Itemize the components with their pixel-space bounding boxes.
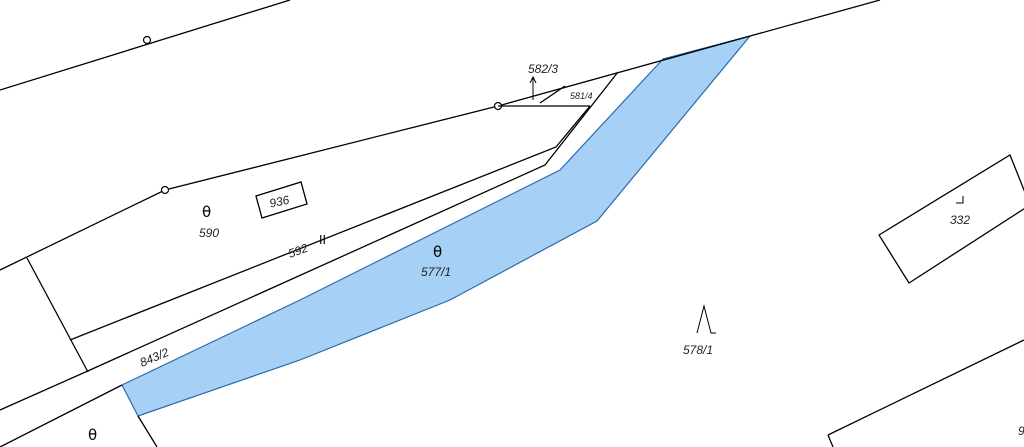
boundary-line-843-2-north xyxy=(0,71,619,411)
parcel-label-590: 590 xyxy=(199,226,219,240)
parcel-label-edge: 9 xyxy=(1018,424,1024,438)
parcel-577-1-highlight[interactable] xyxy=(121,34,752,417)
boundary-line-southwest xyxy=(137,415,158,447)
boundary-line-581-4-diag xyxy=(539,85,566,104)
boundary-point-marker xyxy=(142,35,152,45)
land-use-symbol-590: θ xyxy=(202,203,211,221)
parcel-label-582-3: 582/3 xyxy=(528,62,558,76)
boundary-line-top-left xyxy=(0,0,291,91)
parcel-label-578-1: 578/1 xyxy=(683,343,713,357)
corner-mark xyxy=(956,196,964,204)
road-symbol-592: II xyxy=(319,233,326,247)
land-use-symbol-578-1 xyxy=(696,304,716,334)
arrow-up-icon xyxy=(529,75,537,84)
boundary-line-west xyxy=(26,257,89,373)
parcel-label-936: 936 xyxy=(268,193,291,211)
building-edge-southeast xyxy=(827,339,1024,436)
building-936[interactable] xyxy=(255,181,308,219)
land-use-symbol-southwest: θ xyxy=(88,426,97,444)
parcel-label-577-1: 577/1 xyxy=(421,265,451,279)
building-edge-southeast-b xyxy=(827,434,834,447)
land-use-symbol-577-1: θ xyxy=(433,243,442,261)
boundary-line-843-2-south xyxy=(0,384,123,447)
parcel-label-592: 592 xyxy=(286,241,310,261)
parcel-label-581-4: 581/4 xyxy=(570,91,593,101)
parcel-label-332: 332 xyxy=(950,213,970,227)
building-332[interactable] xyxy=(878,154,1024,284)
boundary-line-592-north xyxy=(69,105,591,341)
boundary-point-marker xyxy=(160,185,170,195)
